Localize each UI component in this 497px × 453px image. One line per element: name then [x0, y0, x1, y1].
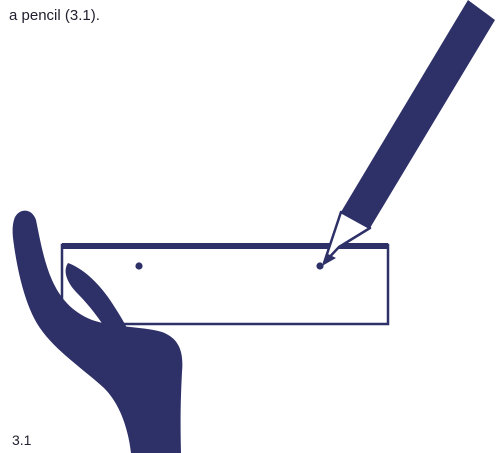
mark-dot-right [316, 262, 323, 269]
pencil-icon [322, 0, 495, 266]
figure-number: 3.1 [12, 432, 31, 448]
pencil-body [341, 0, 495, 228]
mark-dot-left [135, 262, 142, 269]
